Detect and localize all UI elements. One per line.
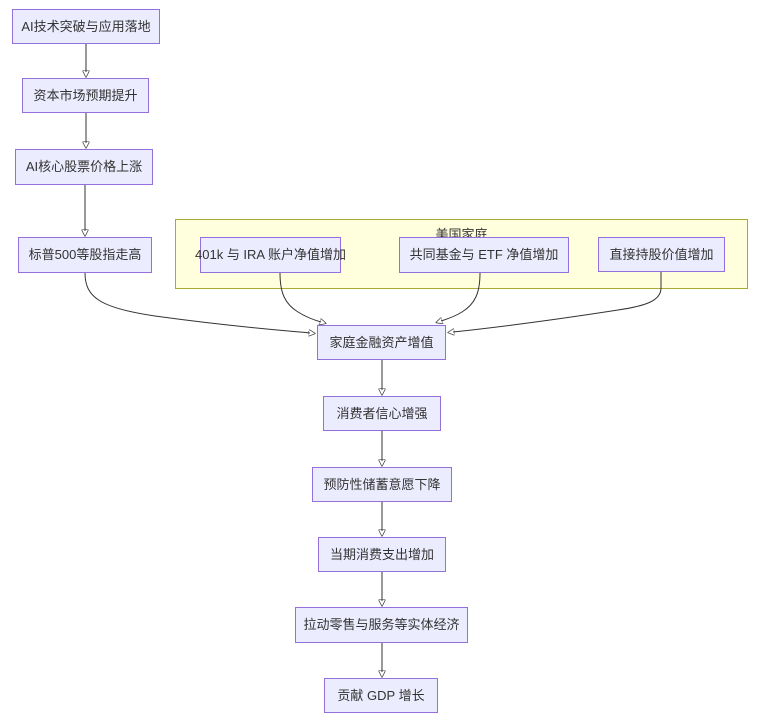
- node-sp500-index: 标普500等股指走高: [18, 237, 152, 273]
- node-retail-services-economy: 拉动零售与服务等实体经济: [295, 607, 468, 643]
- node-ai-breakthrough: AI技术突破与应用落地: [12, 9, 160, 44]
- node-consumption-spending: 当期消费支出增加: [318, 537, 446, 572]
- node-direct-stock-holdings: 直接持股价值增加: [598, 237, 725, 272]
- edge-b3-c: [453, 272, 662, 332]
- edge-b2-c: [441, 272, 481, 321]
- node-mutual-fund-etf: 共同基金与 ETF 净值增加: [399, 237, 569, 273]
- node-precautionary-saving: 预防性储蓄意愿下降: [312, 467, 452, 502]
- node-401k-ira-accounts: 401k 与 IRA 账户净值增加: [195, 237, 346, 273]
- edge-a4-c: [84, 272, 310, 333]
- edge-b1-c: [279, 272, 321, 322]
- node-household-financial-assets: 家庭金融资产增值: [317, 325, 446, 360]
- node-consumer-confidence: 消费者信心增强: [323, 396, 441, 431]
- node-capital-market-expectation: 资本市场预期提升: [22, 78, 149, 113]
- node-ai-stock-price: AI核心股票价格上涨: [15, 149, 153, 185]
- node-gdp-growth: 贡献 GDP 增长: [324, 678, 438, 713]
